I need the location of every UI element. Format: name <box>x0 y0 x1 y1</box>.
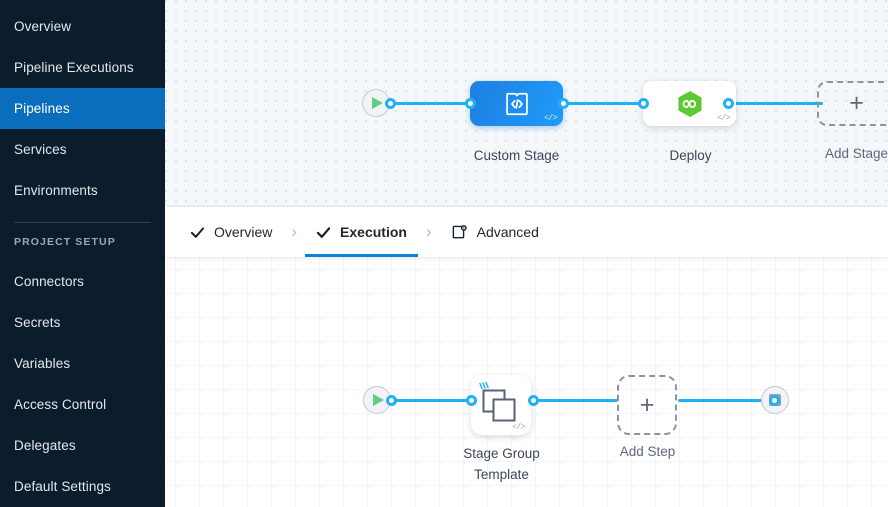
sidebar-item-label: Secrets <box>14 315 61 330</box>
sidebar-item-label: Connectors <box>14 274 85 289</box>
sidebar-item-label: Delegates <box>14 438 76 453</box>
stage-node-deploy[interactable]: </> <box>643 81 736 126</box>
sidebar-section-project-setup: PROJECT SETUP <box>14 236 116 248</box>
edge-deploy-to-add-stage <box>728 102 823 105</box>
port-custom-stage-out[interactable] <box>558 98 569 109</box>
pipeline-start-node[interactable] <box>362 89 390 117</box>
add-stage-button[interactable]: + <box>817 81 888 126</box>
sidebar-item-delegates[interactable]: Delegates <box>0 425 165 466</box>
main-area: </> Custom Stage </> Deploy + Add Stage <box>165 0 888 507</box>
tab-separator: › <box>425 222 432 241</box>
add-step-button[interactable]: + <box>617 375 677 435</box>
edge-add-step-to-end <box>678 399 770 402</box>
sidebar-item-services[interactable]: Services <box>0 129 165 170</box>
port-step-end-in[interactable] <box>769 395 780 406</box>
sidebar-item-label: Pipeline Executions <box>14 60 134 75</box>
sidebar-divider <box>14 222 151 223</box>
stage-label-add-stage: Add Stage <box>824 146 888 161</box>
plus-icon: + <box>849 89 864 117</box>
port-step-start-out[interactable] <box>386 395 397 406</box>
edge-start-to-stage-group-template <box>391 399 476 402</box>
sidebar-item-label: Services <box>14 142 67 157</box>
stage-label-custom-stage: Custom Stage <box>473 148 560 163</box>
check-icon <box>316 226 331 238</box>
plus-icon: + <box>639 390 655 419</box>
sidebar: Overview Pipeline Executions Pipelines S… <box>0 0 165 507</box>
sidebar-item-secrets[interactable]: Secrets <box>0 302 165 343</box>
tab-label: Advanced <box>476 224 539 240</box>
custom-stage-code-icon <box>505 92 528 115</box>
port-stage-group-template-out[interactable] <box>528 395 539 406</box>
port-custom-stage-in[interactable] <box>465 98 476 109</box>
step-graph-canvas[interactable]: </> Stage Group Template + Add Step <box>165 257 888 507</box>
sidebar-item-default-settings[interactable]: Default Settings <box>0 466 165 507</box>
edge-stage-group-template-to-add-step <box>533 399 618 402</box>
sidebar-item-access-control[interactable]: Access Control <box>0 384 165 425</box>
sidebar-item-label: Pipelines <box>14 101 70 116</box>
tab-separator: › <box>291 222 298 241</box>
stage-label-deploy: Deploy <box>669 148 712 163</box>
sidebar-item-overview[interactable]: Overview <box>0 6 165 47</box>
start-play-icon <box>373 394 384 406</box>
sidebar-item-label: Variables <box>14 356 71 371</box>
sidebar-item-variables[interactable]: Variables <box>0 343 165 384</box>
template-code-badge: </> <box>512 423 525 432</box>
port-deploy-out[interactable] <box>723 98 734 109</box>
stage-node-custom-stage[interactable]: </> <box>470 81 563 126</box>
check-icon <box>190 226 205 238</box>
stage-graph-canvas[interactable]: </> Custom Stage </> Deploy + Add Stage <box>165 0 888 207</box>
sidebar-item-environments[interactable]: Environments <box>0 170 165 211</box>
sidebar-item-connectors[interactable]: Connectors <box>0 261 165 302</box>
tab-overview[interactable]: Overview <box>179 207 283 257</box>
advanced-gear-icon <box>452 224 467 238</box>
port-deploy-in[interactable] <box>638 98 649 109</box>
edge-custom-stage-to-deploy <box>563 102 648 105</box>
edge-start-to-custom-stage <box>390 102 475 105</box>
stage-group-template-icon <box>479 381 516 422</box>
sidebar-item-label: Default Settings <box>14 479 111 494</box>
tab-execution[interactable]: Execution <box>305 207 418 257</box>
template-code-badge: </> <box>544 114 557 123</box>
template-code-badge: </> <box>717 114 730 123</box>
tab-advanced[interactable]: Advanced <box>440 207 550 257</box>
tab-label: Execution <box>340 224 407 240</box>
sidebar-item-label: Overview <box>14 19 72 34</box>
sidebar-item-label: Access Control <box>14 397 107 412</box>
step-label-stage-group-template: Stage Group Template <box>463 446 540 482</box>
tab-label: Overview <box>214 224 273 240</box>
stage-tabs: Overview › Execution › Advanced <box>165 207 888 257</box>
port-start-out[interactable] <box>385 98 396 109</box>
start-play-icon <box>372 97 383 109</box>
sidebar-item-label: Environments <box>14 183 98 198</box>
step-node-stage-group-template[interactable]: </> <box>471 375 531 435</box>
sidebar-item-pipeline-executions[interactable]: Pipeline Executions <box>0 47 165 88</box>
sidebar-item-pipelines[interactable]: Pipelines <box>0 88 165 129</box>
deploy-hexagon-icon <box>677 90 702 117</box>
port-stage-group-template-in[interactable] <box>466 395 477 406</box>
step-label-add-step: Add Step <box>619 444 676 459</box>
